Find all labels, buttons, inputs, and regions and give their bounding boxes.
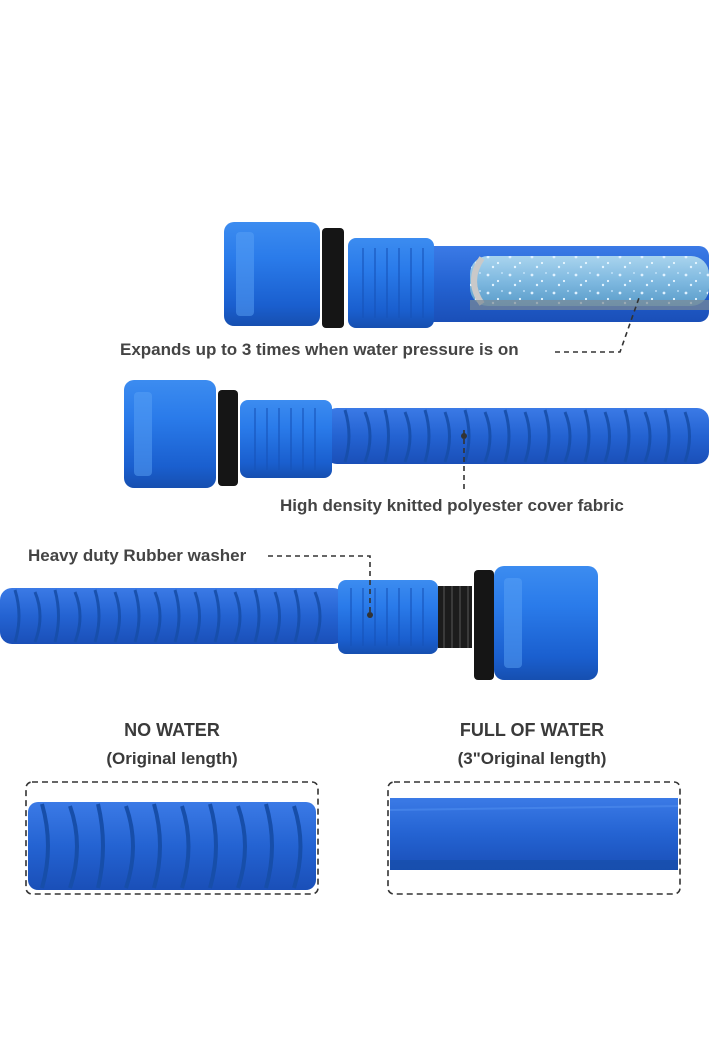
no-water-title: NO WATER (124, 720, 220, 740)
callout-washer: Heavy duty Rubber washer (28, 546, 247, 565)
rubber-washer (218, 390, 238, 486)
full-of-water-subtitle: (3"Original length) (457, 749, 607, 768)
no-water-heading: NO WATER (Original length) (72, 720, 272, 769)
callout-line-washer (268, 555, 371, 615)
full-of-water-sample (387, 781, 681, 895)
callout-expands: Expands up to 3 times when water pressur… (120, 340, 519, 359)
callout-fabric: High density knitted polyester cover fab… (280, 496, 624, 515)
hose-expanded-assembly (224, 222, 709, 353)
full-of-water-title: FULL OF WATER (459, 720, 605, 740)
callout-line-expands (555, 294, 641, 353)
scrunched-hose-body (0, 588, 345, 644)
scrunched-hose-body (325, 408, 709, 464)
rubber-washer (322, 228, 344, 328)
full-of-water-heading: FULL OF WATER (3"Original length) (432, 720, 632, 769)
no-water-subtitle: (Original length) (106, 749, 238, 768)
no-water-sample (25, 781, 319, 895)
rubber-washer (474, 570, 494, 680)
hose-contracted-assembly-left (0, 555, 598, 680)
hose-contracted-assembly-right (124, 380, 709, 490)
